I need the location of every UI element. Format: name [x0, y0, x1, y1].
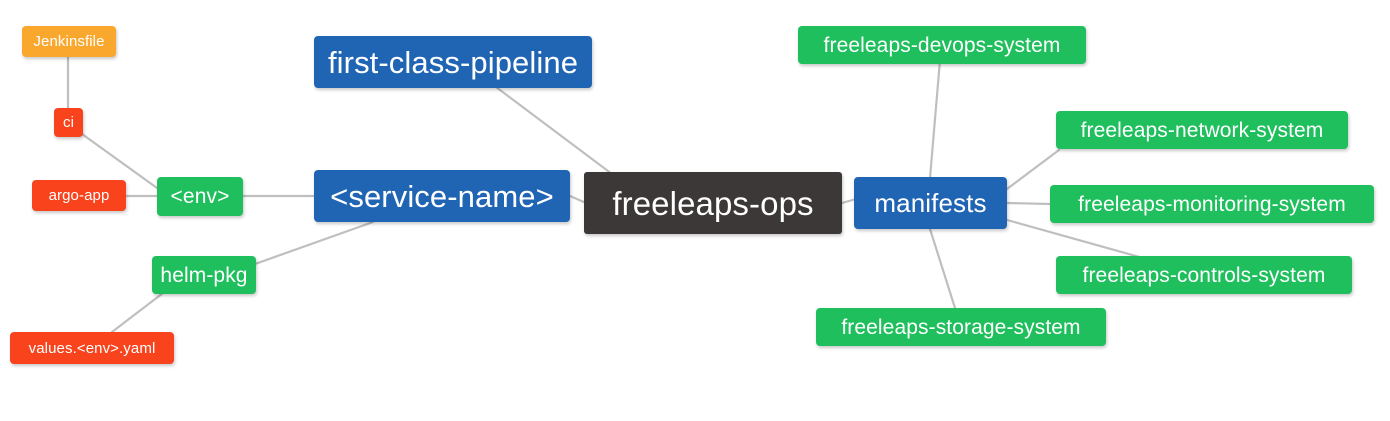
edge-manifests-storage-system — [928, 227, 957, 310]
node-label: ci — [62, 114, 75, 131]
node-freeleaps-devops-system[interactable]: freeleaps-devops-system — [798, 26, 1086, 64]
node-label: <service-name> — [330, 178, 554, 214]
node-label: Jenkinsfile — [33, 33, 105, 50]
node-first-class-pipeline[interactable]: first-class-pipeline — [314, 36, 592, 88]
node-label: argo-app — [48, 187, 110, 204]
edge-root-first-class-pipeline — [494, 85, 614, 176]
node-label: freeleaps-devops-system — [823, 33, 1061, 57]
edge-manifests-devops-system — [928, 58, 942, 180]
node-label: freeleaps-ops — [612, 184, 814, 222]
node-argo-app[interactable]: argo-app — [32, 180, 126, 211]
node-label: freeleaps-monitoring-system — [1078, 192, 1346, 216]
edge-manifests-monitoring-system — [1005, 201, 1052, 206]
node-manifests[interactable]: manifests — [854, 177, 1007, 229]
node-helm-pkg[interactable]: helm-pkg — [152, 256, 256, 294]
node-values-yaml[interactable]: values.<env>.yaml — [10, 332, 174, 364]
node-label: freeleaps-controls-system — [1082, 263, 1326, 287]
node-freeleaps-controls-system[interactable]: freeleaps-controls-system — [1056, 256, 1352, 294]
node-label: <env> — [170, 185, 230, 208]
node-freeleaps-ops[interactable]: freeleaps-ops — [584, 172, 842, 234]
node-label: helm-pkg — [160, 263, 248, 287]
node-env[interactable]: <env> — [157, 177, 243, 216]
node-jenkinsfile[interactable]: Jenkinsfile — [22, 26, 116, 57]
node-service-name[interactable]: <service-name> — [314, 170, 570, 222]
node-label: values.<env>.yaml — [28, 339, 156, 357]
node-label: first-class-pipeline — [327, 44, 579, 80]
node-freeleaps-network-system[interactable]: freeleaps-network-system — [1056, 111, 1348, 149]
node-freeleaps-monitoring-system[interactable]: freeleaps-monitoring-system — [1050, 185, 1374, 223]
edge-manifests-controls-system — [1005, 218, 1145, 260]
node-freeleaps-storage-system[interactable]: freeleaps-storage-system — [816, 308, 1106, 346]
edge-helm-pkg-values-yaml — [110, 288, 169, 334]
node-label: freeleaps-storage-system — [841, 315, 1081, 339]
node-ci[interactable]: ci — [54, 108, 83, 137]
node-label: manifests — [874, 188, 987, 218]
edge-manifests-network-system — [1005, 148, 1061, 191]
edge-service-name-helm-pkg — [253, 220, 375, 266]
node-label: freeleaps-network-system — [1080, 118, 1324, 142]
